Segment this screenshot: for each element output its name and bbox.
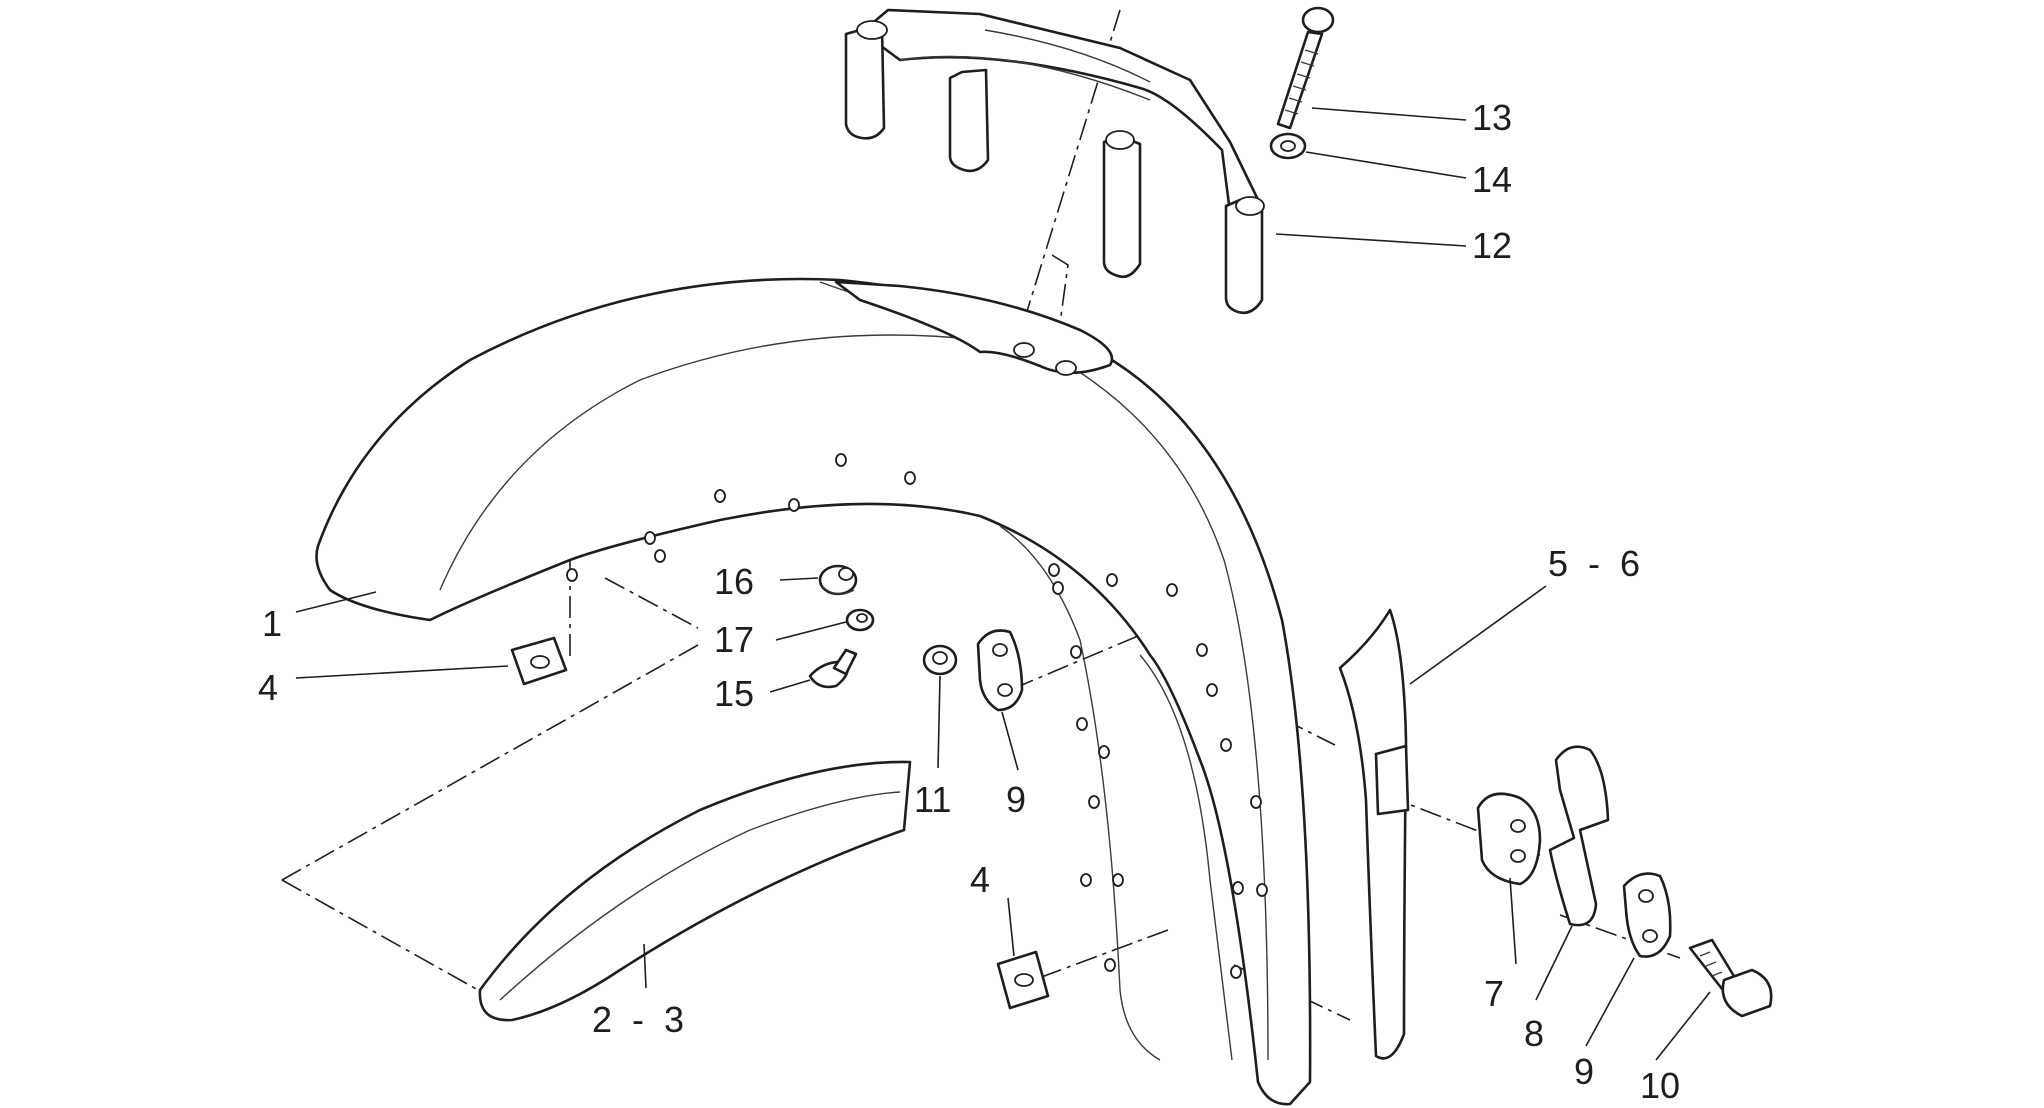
- callout-5-6: 5 - 6: [1548, 543, 1640, 584]
- spacer-17: [845, 608, 875, 632]
- callout-16: 16: [714, 561, 754, 602]
- callout-8: 8: [1524, 1013, 1544, 1054]
- fork-bracket: [844, 8, 1265, 315]
- wire-clip-8: [1548, 745, 1610, 927]
- plate-9-left: [976, 629, 1024, 712]
- callout-7: 7: [1484, 973, 1504, 1014]
- callout-13: 13: [1472, 97, 1512, 138]
- nut-11: [922, 644, 958, 676]
- bolt-10: [1688, 938, 1773, 1018]
- mount-holes: [566, 453, 1268, 979]
- callout-15: 15: [714, 673, 754, 714]
- callout-14: 14: [1472, 159, 1512, 200]
- callout-12: 12: [1472, 225, 1512, 266]
- rubber-mount-7: [1476, 792, 1542, 886]
- callout-1: 1: [262, 603, 282, 644]
- callout-10: 10: [1640, 1065, 1680, 1106]
- bolt-15: [808, 648, 858, 689]
- leader-lines: [295, 107, 1711, 1061]
- front-trim: [478, 760, 912, 1022]
- clip-nut-4-right: [996, 950, 1050, 1010]
- side-plate: [1338, 608, 1410, 1060]
- callout-9-right: 9: [1574, 1051, 1594, 1092]
- screw-13: [1276, 6, 1335, 130]
- callout-4-right: 4: [970, 859, 990, 900]
- front-mudguard: [315, 277, 1312, 1106]
- callout-2-3: 2 - 3: [592, 999, 684, 1040]
- clip-nut-4-left: [510, 636, 568, 686]
- callout-4-left: 4: [258, 667, 278, 708]
- callout-11: 11: [914, 779, 951, 820]
- callout-17: 17: [714, 619, 754, 660]
- callout-labels: 1 4 2 - 3 16 17 15 11 9 4 13 14 12 5 - 6…: [258, 97, 1680, 1106]
- grommet-16: [818, 564, 858, 596]
- washer-14: [1269, 132, 1307, 160]
- callout-9-left: 9: [1006, 779, 1026, 820]
- plate-9-right: [1622, 872, 1672, 958]
